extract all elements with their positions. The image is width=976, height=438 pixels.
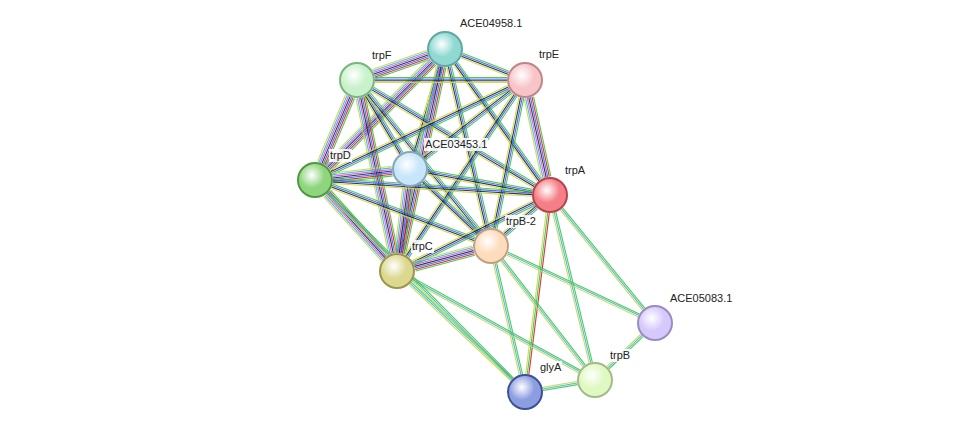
interaction-edge bbox=[494, 263, 523, 375]
interaction-edge bbox=[542, 381, 577, 390]
node-label: ACE03453.1 bbox=[424, 138, 488, 151]
interaction-edge bbox=[395, 186, 413, 254]
protein-node: trpB bbox=[577, 362, 613, 398]
interaction-edge bbox=[375, 78, 507, 83]
interaction-edge bbox=[331, 184, 475, 242]
node-label: trpA bbox=[564, 164, 586, 177]
interaction-edge bbox=[503, 205, 538, 236]
node-label: trpB bbox=[609, 349, 631, 362]
interaction-edge bbox=[461, 53, 509, 75]
interaction-edge bbox=[318, 95, 355, 166]
node-label: trpF bbox=[371, 49, 393, 62]
interaction-edge bbox=[366, 92, 481, 233]
interaction-edge bbox=[507, 252, 640, 317]
node-label: ACE05083.1 bbox=[669, 292, 733, 305]
protein-node: trpA bbox=[532, 177, 568, 213]
node-label: ACE04958.1 bbox=[459, 17, 523, 30]
node-label: trpD bbox=[329, 149, 352, 162]
protein-node: glyA bbox=[507, 374, 543, 410]
node-label: trpB-2 bbox=[505, 215, 537, 228]
protein-node: ACE04958.1 bbox=[427, 31, 463, 67]
protein-node: trpD bbox=[297, 162, 333, 198]
protein-node: trpB-2 bbox=[473, 228, 509, 264]
node-label: trpE bbox=[538, 48, 560, 61]
interaction-edge bbox=[412, 278, 580, 372]
node-label: glyA bbox=[539, 361, 562, 374]
interaction-edge bbox=[327, 192, 514, 381]
node-label: trpC bbox=[411, 240, 434, 253]
interaction-edge bbox=[607, 334, 643, 369]
interaction-edge bbox=[553, 212, 593, 363]
protein-node: trpE bbox=[507, 62, 543, 98]
protein-node: ACE05083.1 bbox=[637, 305, 673, 341]
interaction-edge bbox=[333, 179, 532, 196]
interaction-edge bbox=[524, 97, 551, 179]
protein-node: trpF bbox=[339, 62, 375, 98]
protein-node: ACE03453.1 bbox=[392, 151, 428, 187]
protein-node: trpC bbox=[379, 253, 415, 289]
